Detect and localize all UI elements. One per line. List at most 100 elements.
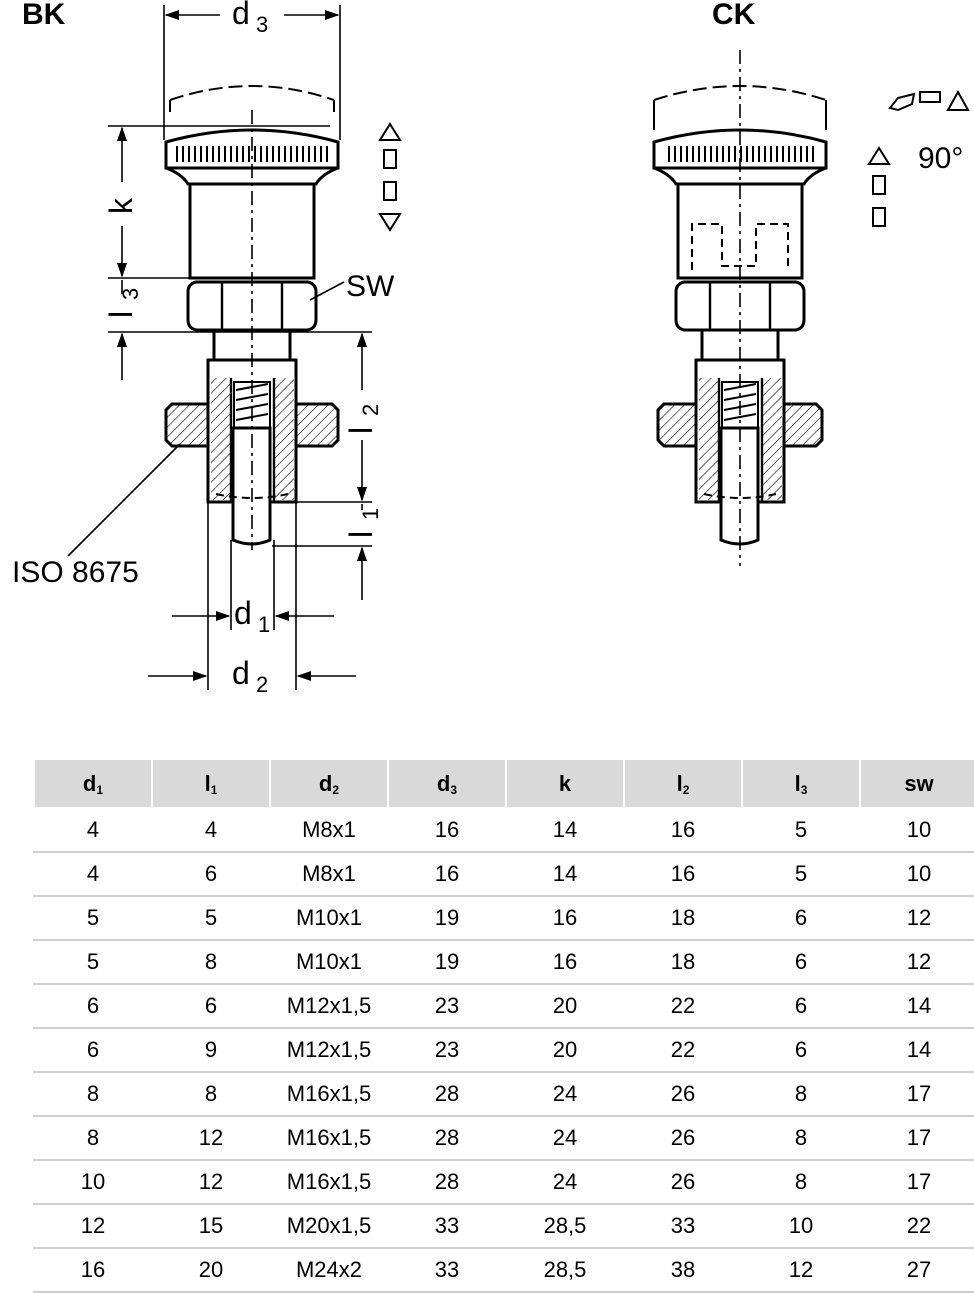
k-label: k (103, 197, 139, 214)
table-cell: 5 (741, 807, 861, 853)
table-cell: 8 (151, 1071, 271, 1117)
d1-dimension: d 1 (172, 540, 334, 637)
column-header-label: d (436, 770, 451, 796)
table-cell: 23 (387, 1027, 507, 1073)
column-header-label: l (676, 770, 683, 796)
table-cell: 10 (741, 1203, 861, 1249)
column-header-subscript: 3 (450, 782, 458, 797)
column-header-subscript: 2 (682, 782, 690, 797)
table-cell: 16 (505, 939, 625, 985)
l3-label-sub: 3 (118, 288, 143, 300)
table-cell: 26 (623, 1159, 743, 1205)
angle-label: 90° (918, 142, 963, 175)
column-header: l1 (151, 758, 271, 809)
table-cell: 26 (623, 1115, 743, 1161)
l3-dimension: l 3 (103, 280, 372, 380)
column-header-subscript: 1 (210, 782, 218, 797)
table-cell: 6 (741, 1027, 861, 1073)
table-cell: 20 (505, 1027, 625, 1073)
table-cell: 28 (387, 1115, 507, 1161)
technical-drawing: BK d 3 (12, 0, 970, 697)
table-cell: 14 (859, 1027, 974, 1073)
table-cell: 12 (859, 895, 974, 941)
column-header-subscript: 3 (800, 782, 808, 797)
table-cell: M10x1 (269, 895, 389, 941)
table-cell: 17 (859, 1115, 974, 1161)
table-cell: 16 (623, 807, 743, 853)
table-cell: M24x2 (269, 1247, 389, 1293)
table-cell: 16 (33, 1247, 153, 1293)
table-cell: 19 (387, 939, 507, 985)
table-cell: M16x1,5 (269, 1159, 389, 1205)
ck-knob (652, 128, 828, 186)
column-header-label: d (82, 770, 97, 796)
table-cell: 8 (151, 939, 271, 985)
table-cell: 18 (623, 895, 743, 941)
sw-label: SW (346, 270, 395, 303)
l2-dimension: l 2 (296, 332, 383, 503)
table-cell: 15 (151, 1203, 271, 1249)
table-cell: 22 (623, 983, 743, 1029)
table-cell: 8 (33, 1071, 153, 1117)
column-header-label: sw (904, 770, 934, 796)
table-cell: 27 (859, 1247, 974, 1293)
table-cell: 16 (623, 851, 743, 897)
column-header-label: l (794, 770, 801, 796)
d1-label: d (234, 595, 252, 631)
table-cell: 4 (151, 807, 271, 853)
table-cell: 33 (387, 1203, 507, 1249)
table-cell: 18 (623, 939, 743, 985)
table-cell: 12 (151, 1115, 271, 1161)
table-cell: 17 (859, 1159, 974, 1205)
table-cell: 5 (741, 851, 861, 897)
table-cell: 16 (505, 895, 625, 941)
l1-label-sub: 1 (358, 508, 383, 520)
table-cell: 12 (151, 1159, 271, 1205)
column-header: l2 (623, 758, 743, 809)
table-cell: 16 (387, 807, 507, 853)
table-cell: 19 (387, 895, 507, 941)
column-header: sw (859, 758, 974, 809)
table-cell: 14 (859, 983, 974, 1029)
bk-title: BK (22, 0, 66, 31)
ck-body (676, 182, 804, 280)
ck-title: CK (712, 0, 756, 31)
table-cell: 10 (859, 851, 974, 897)
d2-label-sub: 2 (256, 672, 268, 697)
table-cell: M8x1 (269, 807, 389, 853)
table-cell: 28 (387, 1071, 507, 1117)
table-cell: 38 (623, 1247, 743, 1293)
l3-label: l (103, 311, 139, 318)
l2-label: l (343, 427, 379, 434)
d3-label-sub: 3 (256, 12, 268, 37)
column-header-label: d (318, 770, 333, 796)
table-cell: 8 (741, 1071, 861, 1117)
table-cell: M16x1,5 (269, 1115, 389, 1161)
table-cell: 6 (741, 939, 861, 985)
table-cell: 9 (151, 1027, 271, 1073)
column-header-subscript: 1 (96, 782, 104, 797)
column-header-label: l (204, 770, 211, 796)
d3-label: d (232, 0, 250, 31)
l2-label-sub: 2 (358, 404, 383, 416)
l1-label: l (343, 531, 379, 538)
table-cell: 26 (623, 1071, 743, 1117)
table-cell: 4 (33, 807, 153, 853)
table-cell: 20 (505, 983, 625, 1029)
table-cell: 6 (33, 1027, 153, 1073)
table-cell: 12 (741, 1247, 861, 1293)
bk-lock-nut (164, 402, 340, 448)
table-cell: 17 (859, 1071, 974, 1117)
k-dimension: k (103, 125, 330, 279)
table-cell: 24 (505, 1071, 625, 1117)
